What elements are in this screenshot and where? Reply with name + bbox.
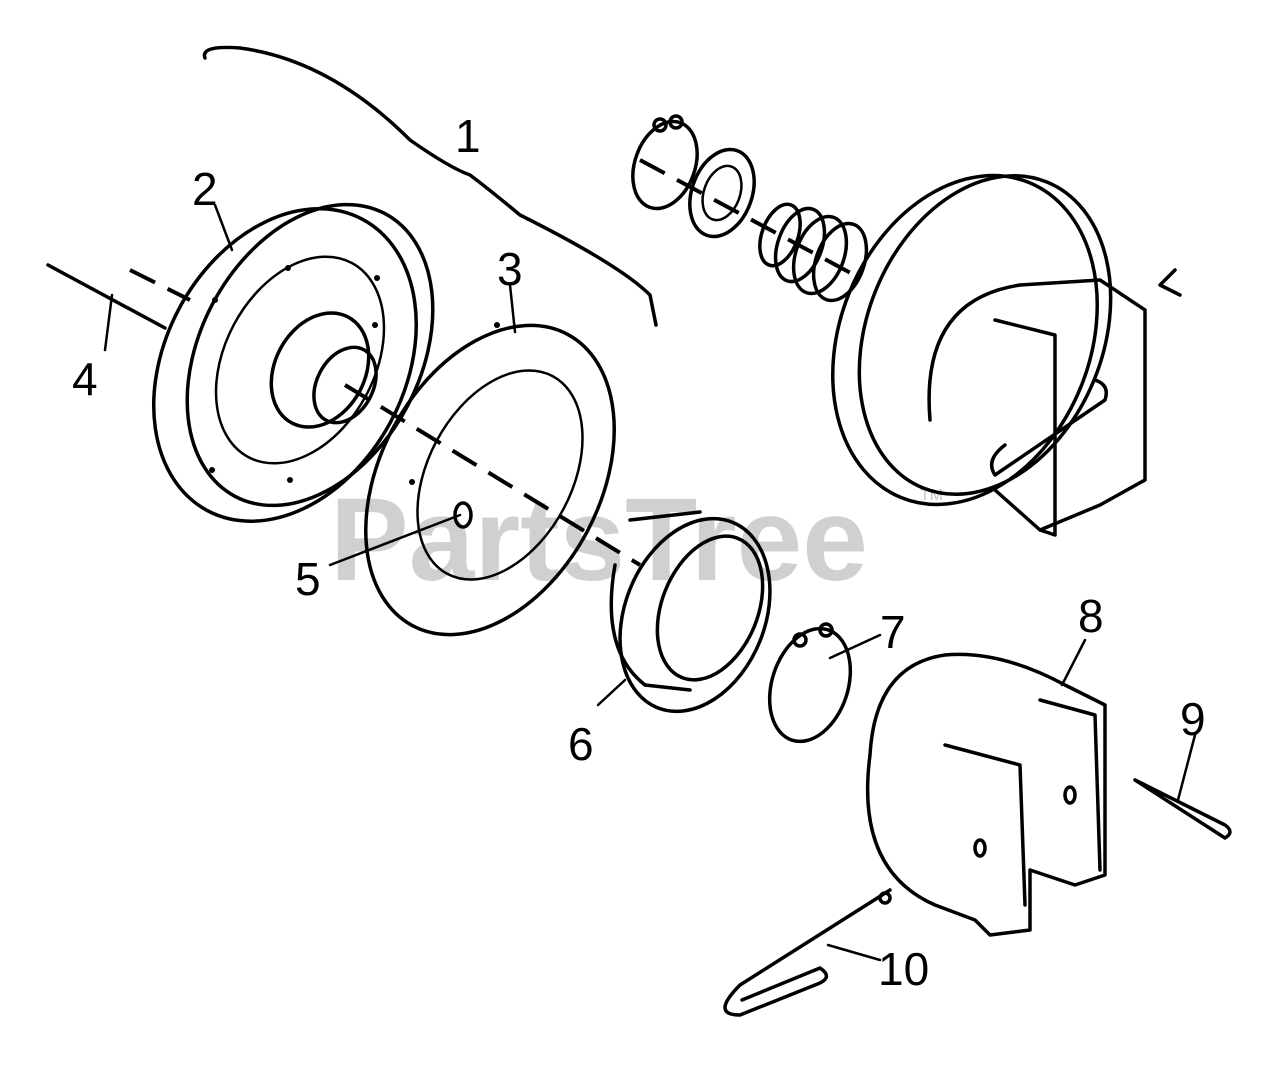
- part-7-snap-ring: [767, 622, 853, 744]
- callout-6: 6: [568, 718, 594, 770]
- assembly-bracket: [202, 45, 658, 327]
- assembly-axis-line: [343, 383, 642, 567]
- part-10-clevis-pin: [723, 888, 892, 1017]
- callout-4: 4: [72, 353, 98, 405]
- callout-1: 1: [455, 110, 481, 162]
- assembled-clutch: [831, 173, 1182, 537]
- leader-lines: [103, 203, 1197, 962]
- callout-8: 8: [1078, 590, 1104, 642]
- upper-spring: [639, 158, 869, 303]
- part-4-pin: [46, 263, 191, 330]
- part-8-housing: [865, 652, 1107, 937]
- callout-9: 9: [1180, 693, 1206, 745]
- part-9-cotter-pin: [1133, 778, 1232, 840]
- callout-5: 5: [295, 553, 321, 605]
- callout-2: 2: [192, 163, 218, 215]
- part-5-washer: [453, 501, 473, 529]
- upper-washer: [688, 147, 756, 239]
- part-2-clutch-disc: [151, 202, 435, 523]
- callout-10: 10: [878, 943, 929, 995]
- callout-7: 7: [880, 606, 906, 658]
- callout-3: 3: [497, 243, 523, 295]
- upper-snap-ring: [631, 114, 699, 211]
- part-6-bearing: [609, 510, 772, 714]
